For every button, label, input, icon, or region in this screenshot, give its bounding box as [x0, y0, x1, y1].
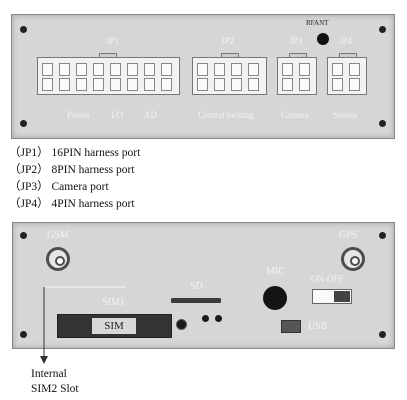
pin-cell: [161, 78, 172, 91]
camera-label: Camera: [281, 110, 309, 120]
pin-cell: [110, 63, 121, 76]
screw-top-left: [20, 232, 27, 239]
screw-bottom-left: [20, 331, 27, 338]
sim-card-label: SIM: [104, 320, 124, 332]
pin-cell: [197, 63, 208, 76]
jp2-tab: [221, 53, 239, 57]
usb-label: USB: [308, 321, 328, 332]
gsm-label: GSM: [47, 230, 69, 241]
sd-label: SD: [190, 281, 203, 292]
pin-cell: [110, 78, 121, 91]
bottom-device-panel: GSM GPS MIC ON-OFF SD SIM1 SIM USB: [12, 222, 395, 349]
gsm-antenna-connector[interactable]: [46, 247, 70, 271]
pin-cell: [332, 63, 343, 76]
pin-cell: [214, 63, 225, 76]
pin-cell: [93, 63, 104, 76]
pin-cell: [231, 63, 242, 76]
screw-bottom-right: [379, 331, 386, 338]
pin-cell: [144, 78, 155, 91]
jp1-connector[interactable]: [37, 53, 180, 95]
jp3-connector[interactable]: [277, 53, 317, 95]
jp2-connector[interactable]: [192, 53, 267, 95]
pin-cell: [93, 78, 104, 91]
pin-cell: [42, 78, 53, 91]
led-indicator-2: [215, 315, 222, 322]
pin-cell: [231, 78, 242, 91]
pin-cell: [144, 63, 155, 76]
sim2-slot-label: SIM2 Slot: [31, 383, 79, 395]
screw-bottom-right: [379, 120, 386, 127]
pin-cell: [127, 63, 138, 76]
mic-label: MIC: [266, 266, 285, 277]
pin-cell: [127, 78, 138, 91]
ad-label: AD: [144, 110, 157, 120]
pin-cell: [248, 63, 259, 76]
power-label: Power: [67, 110, 90, 120]
jp1-tab: [99, 53, 117, 57]
jp3-header: JP3: [289, 36, 303, 46]
jp3-tab: [289, 53, 307, 57]
pin-cell: [59, 63, 70, 76]
top-device-panel: RFANT JP1 JP2 JP3 JP4 Power I/O AD Centr…: [11, 14, 395, 139]
callout-arrowhead: [40, 356, 48, 364]
legend-jp1: （JP1） 16PIN harness port: [9, 147, 141, 159]
central-locking-label: Central locking: [198, 110, 254, 120]
sensor-label: Sensor: [333, 110, 358, 120]
internal-label: Internal: [31, 368, 67, 380]
screw-top-left: [20, 26, 27, 33]
legend-jp3: （JP3） Camera port: [9, 181, 109, 193]
sim-eject-hole[interactable]: [176, 319, 187, 330]
on-off-label: ON-OFF: [311, 274, 344, 284]
sim1-slot[interactable]: SIM: [57, 314, 172, 338]
rfant-hole: [317, 33, 329, 45]
pin-cell: [299, 63, 310, 76]
power-switch[interactable]: [312, 289, 352, 304]
pin-cell: [42, 63, 53, 76]
mic-jack[interactable]: [263, 286, 287, 310]
pin-cell: [282, 78, 293, 91]
jp2-header: JP2: [221, 36, 235, 46]
gps-antenna-connector[interactable]: [341, 247, 365, 271]
power-switch-knob: [334, 291, 350, 302]
pin-cell: [349, 63, 360, 76]
pin-cell: [214, 78, 225, 91]
pin-cell: [59, 78, 70, 91]
sim1-label: SIM1: [102, 297, 125, 308]
pin-cell: [299, 78, 310, 91]
jp1-header: JP1: [106, 36, 120, 46]
pin-cell: [76, 63, 87, 76]
pin-cell: [161, 63, 172, 76]
legend-jp2: （JP2） 8PIN harness port: [9, 164, 135, 176]
pin-cell: [197, 78, 208, 91]
led-indicator-1: [202, 315, 209, 322]
screw-top-right: [379, 232, 386, 239]
jp4-header: JP4: [339, 36, 353, 46]
screw-bottom-left: [20, 120, 27, 127]
pin-cell: [349, 78, 360, 91]
io-label: I/O: [111, 110, 123, 120]
screw-top-right: [379, 26, 386, 33]
legend-jp4: （JP4） 4PIN harness port: [9, 198, 135, 210]
pin-cell: [248, 78, 259, 91]
jp4-tab: [339, 53, 357, 57]
gps-label: GPS: [339, 230, 358, 241]
usb-port[interactable]: [281, 320, 301, 333]
rfant-label: RFANT: [306, 19, 329, 27]
pin-cell: [332, 78, 343, 91]
sim-card: SIM: [92, 318, 136, 334]
pin-cell: [76, 78, 87, 91]
pin-cell: [282, 63, 293, 76]
sd-card-slot[interactable]: [171, 298, 221, 303]
jp4-connector[interactable]: [327, 53, 367, 95]
